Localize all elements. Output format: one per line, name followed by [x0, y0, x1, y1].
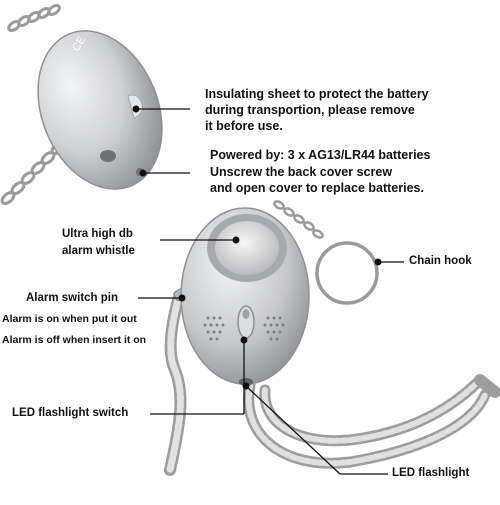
unscrew-line-1: Unscrew the back cover screw: [210, 165, 393, 179]
insulating-sheet-line-1: Insulating sheet to protect the battery: [205, 87, 429, 101]
back-led-window: [100, 150, 116, 162]
powered-by-label: Powered by: 3 x AG13/LR44 batteries: [210, 148, 431, 162]
alarm-whistle-speaker: [215, 221, 279, 275]
back-chain: [7, 4, 61, 32]
front-view-device: [164, 200, 500, 476]
whistle-label: Ultra high db alarm whistle: [62, 226, 135, 260]
chain-hook-label: Chain hook: [409, 255, 472, 267]
speaker-grille: [203, 316, 285, 341]
wrist-strap: [243, 374, 500, 469]
whistle-line-2: alarm whistle: [62, 245, 135, 257]
switch-pin-label: Alarm switch pin: [26, 292, 119, 304]
insulating-sheet-line-3: it before use.: [205, 119, 283, 133]
led-switch-indicator: [242, 309, 250, 319]
insulating-sheet-label: Insulating sheet to protect the battery …: [205, 86, 429, 134]
unscrew-line-2: and open cover to replace batteries.: [210, 181, 424, 195]
whistle-line-1: Ultra high db: [62, 228, 133, 240]
unscrew-label: Unscrew the back cover screw and open co…: [210, 164, 424, 196]
insulating-sheet-line-2: during transportion, please remove: [205, 103, 415, 117]
chain-hook: [273, 200, 379, 305]
led-switch-label: LED flashlight switch: [12, 407, 129, 419]
switch-pin-lanyard: [164, 294, 187, 476]
led-flashlight-lens: [239, 378, 253, 386]
alarm-on-label: Alarm is on when put it out: [2, 313, 137, 325]
leader-lines: [132, 105, 404, 475]
back-view-device: CE: [0, 4, 163, 205]
led-flashlight-label: LED flashlight: [392, 467, 470, 479]
alarm-off-label: Alarm is off when insert it on: [2, 334, 147, 346]
back-cover: [37, 30, 163, 190]
back-chain-lower: [0, 141, 66, 205]
